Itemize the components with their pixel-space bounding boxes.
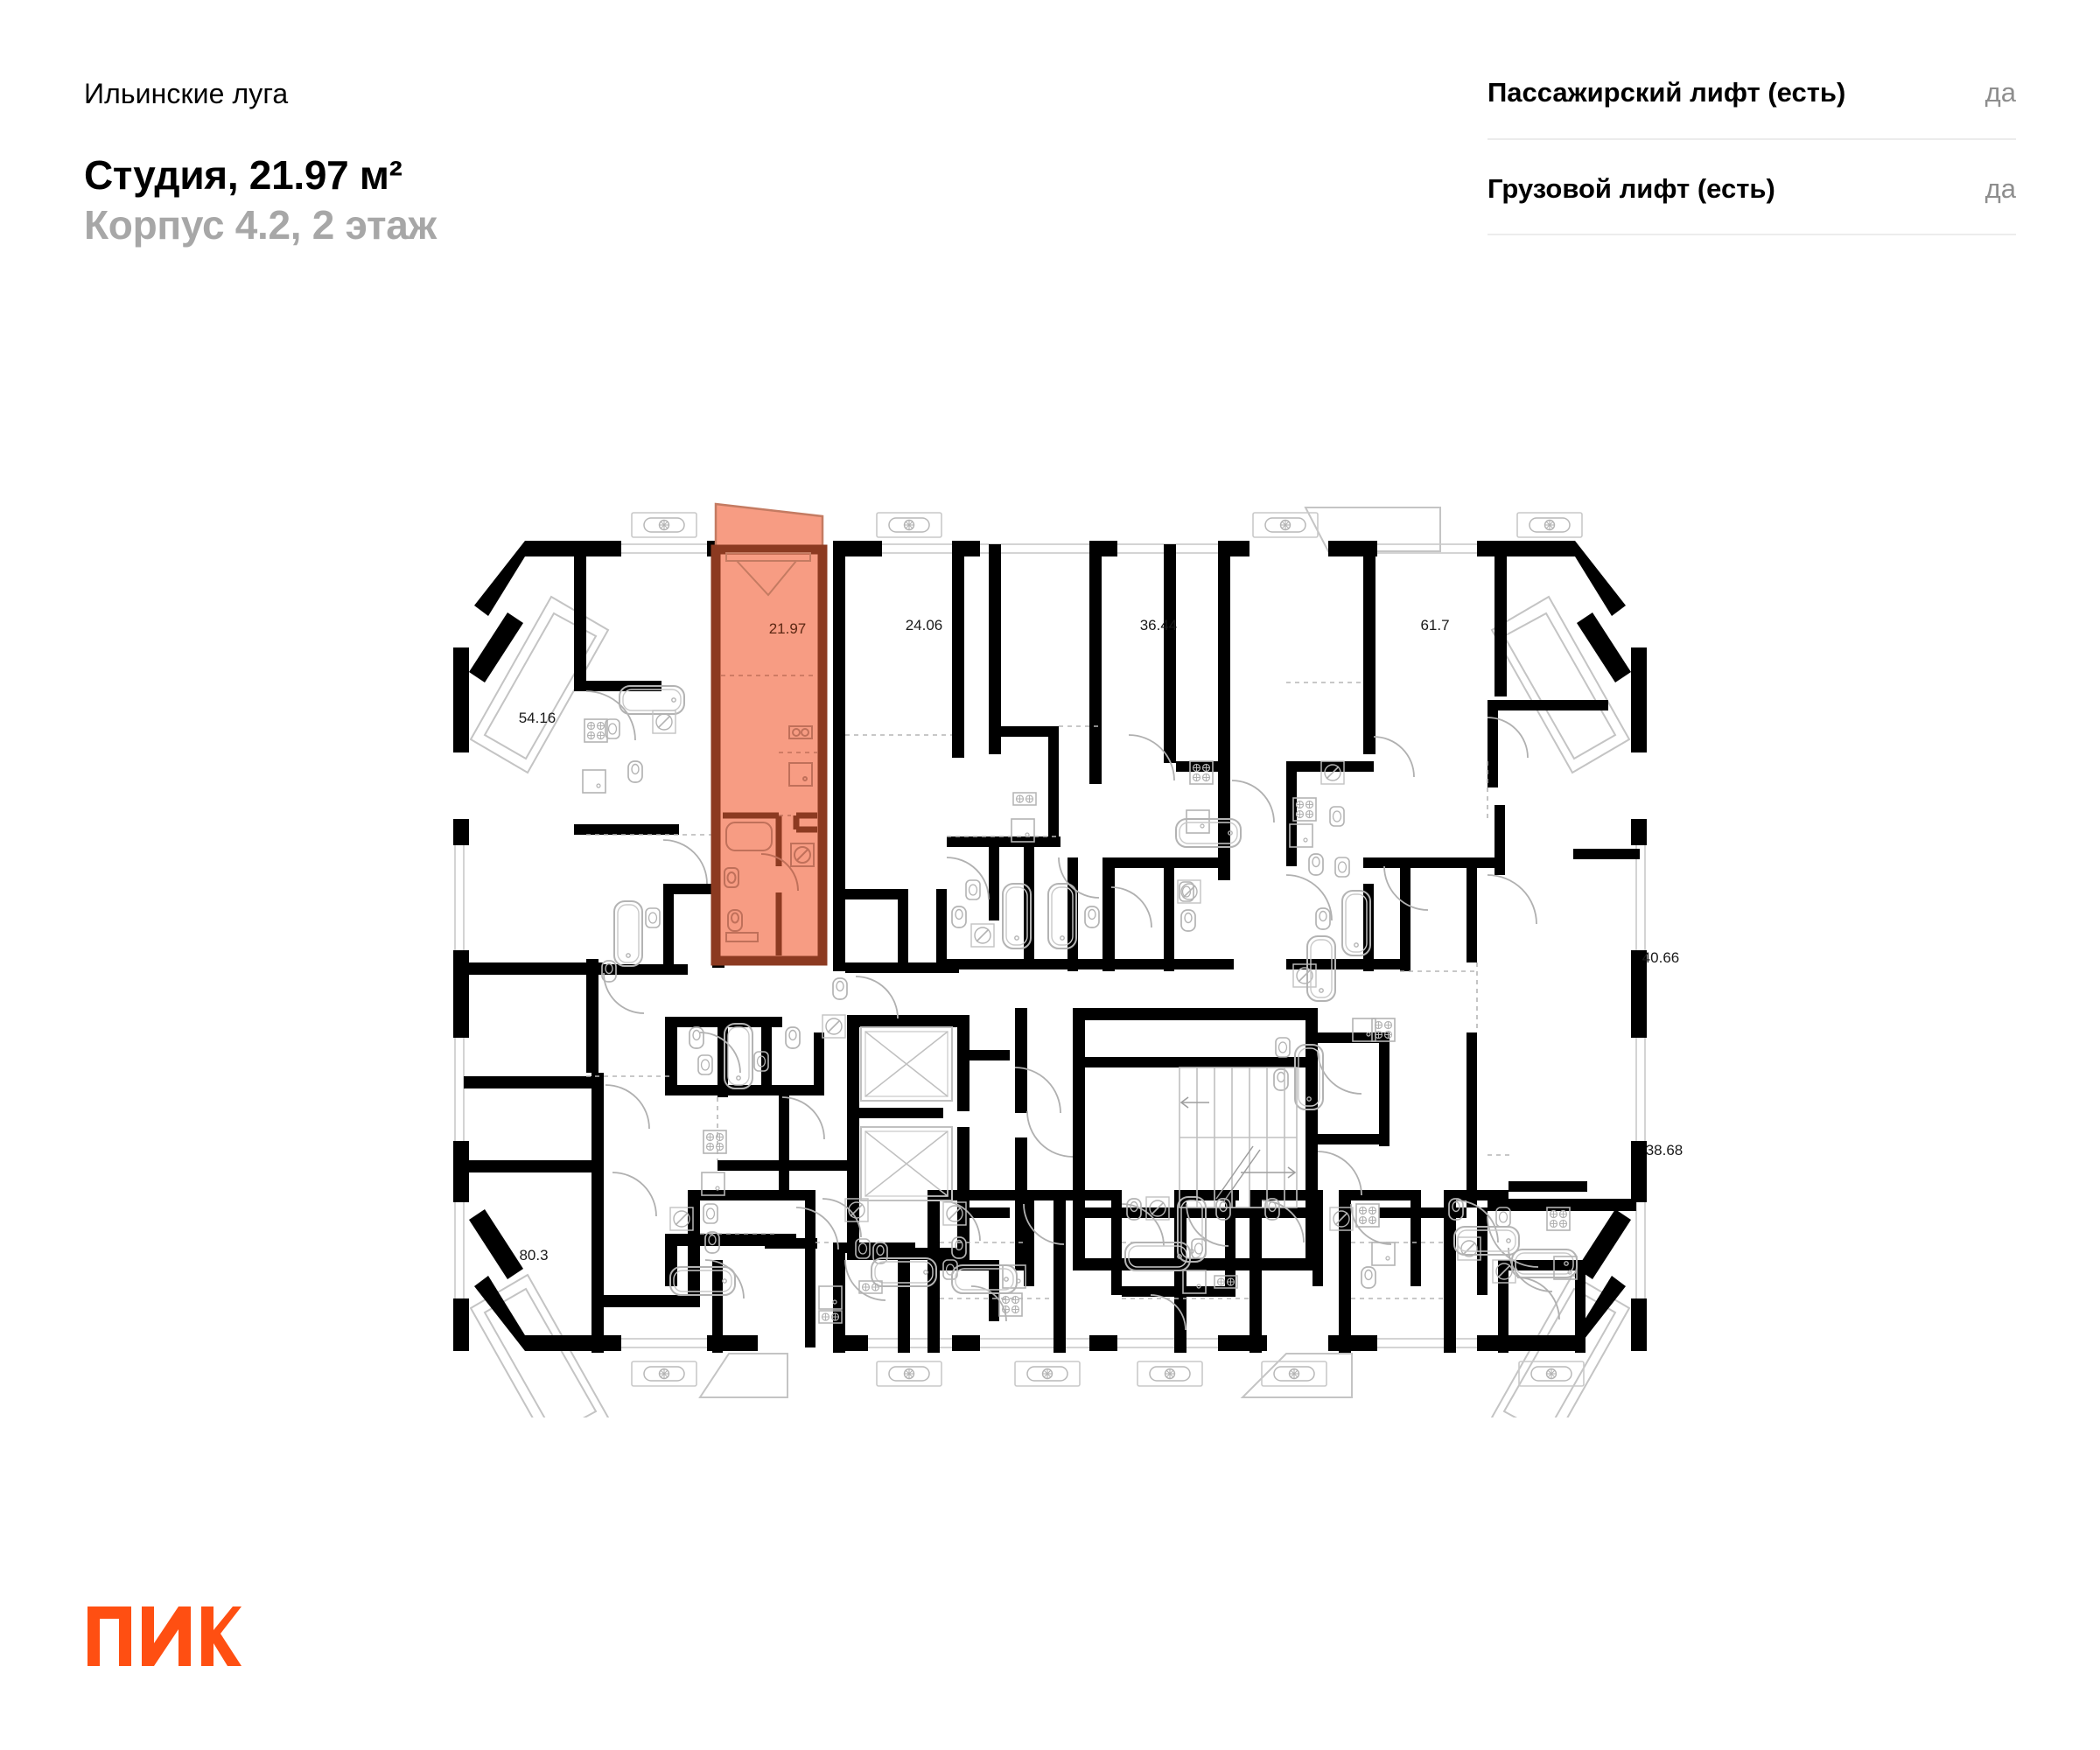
pik-logo-mark <box>88 1606 242 1666</box>
page-title: Студия, 21.97 м² <box>84 152 402 199</box>
unit-subtitle: Корпус 4.2, 2 этаж <box>84 201 437 248</box>
area-label: 38.68 <box>1646 1142 1684 1158</box>
selected-unit[interactable] <box>710 502 828 966</box>
floor-plan-drawing[interactable]: 21.9724.0636.4461.754.1640.6638.6880.339… <box>411 472 1689 1418</box>
area-label: 54.16 <box>519 710 556 726</box>
staircase <box>1179 1067 1298 1208</box>
selected-unit-door-swing <box>760 853 799 892</box>
selected-unit-fixtures <box>724 725 815 942</box>
header-left: Ильинские луга Студия, 21.97 м² Корпус 4… <box>84 77 1046 249</box>
interior-walls <box>464 544 1640 1353</box>
area-label: 80.3 <box>519 1247 548 1264</box>
area-label: 40.66 <box>1642 949 1680 966</box>
spec-label: Грузовой лифт (есть) <box>1488 172 1775 204</box>
area-label: 24.06 <box>906 617 943 634</box>
pik-logo <box>88 1606 242 1666</box>
area-labels: 21.9724.0636.4461.754.1640.6638.6880.339… <box>519 617 1684 1264</box>
area-label: 61.7 <box>1420 617 1449 634</box>
spec-value: да <box>1984 77 2016 108</box>
selected-unit-body <box>710 544 828 966</box>
spec-list: Пассажирский лифт (есть) да Грузовой лиф… <box>1488 77 2016 236</box>
spec-label: Пассажирский лифт (есть) <box>1488 77 1846 108</box>
spec-row-passenger-lift: Пассажирский лифт (есть) да <box>1488 77 2016 140</box>
door-swings <box>585 690 1560 1331</box>
selected-unit-window <box>725 552 811 597</box>
area-label: 21.97 <box>769 620 807 637</box>
spec-row-freight-lift: Грузовой лифт (есть) да <box>1488 140 2016 236</box>
area-label: 36.44 <box>1140 617 1178 634</box>
balcony-outlines <box>469 507 1631 1418</box>
unit-title-block: Студия, 21.97 м² Корпус 4.2, 2 этаж <box>84 150 1046 248</box>
floor-plan[interactable]: 21.9724.0636.4461.754.1640.6638.6880.339… <box>411 472 1689 1418</box>
selected-unit-zone-dividers <box>721 675 821 816</box>
spec-value: да <box>1984 172 2016 204</box>
project-name: Ильинские луга <box>84 78 289 109</box>
